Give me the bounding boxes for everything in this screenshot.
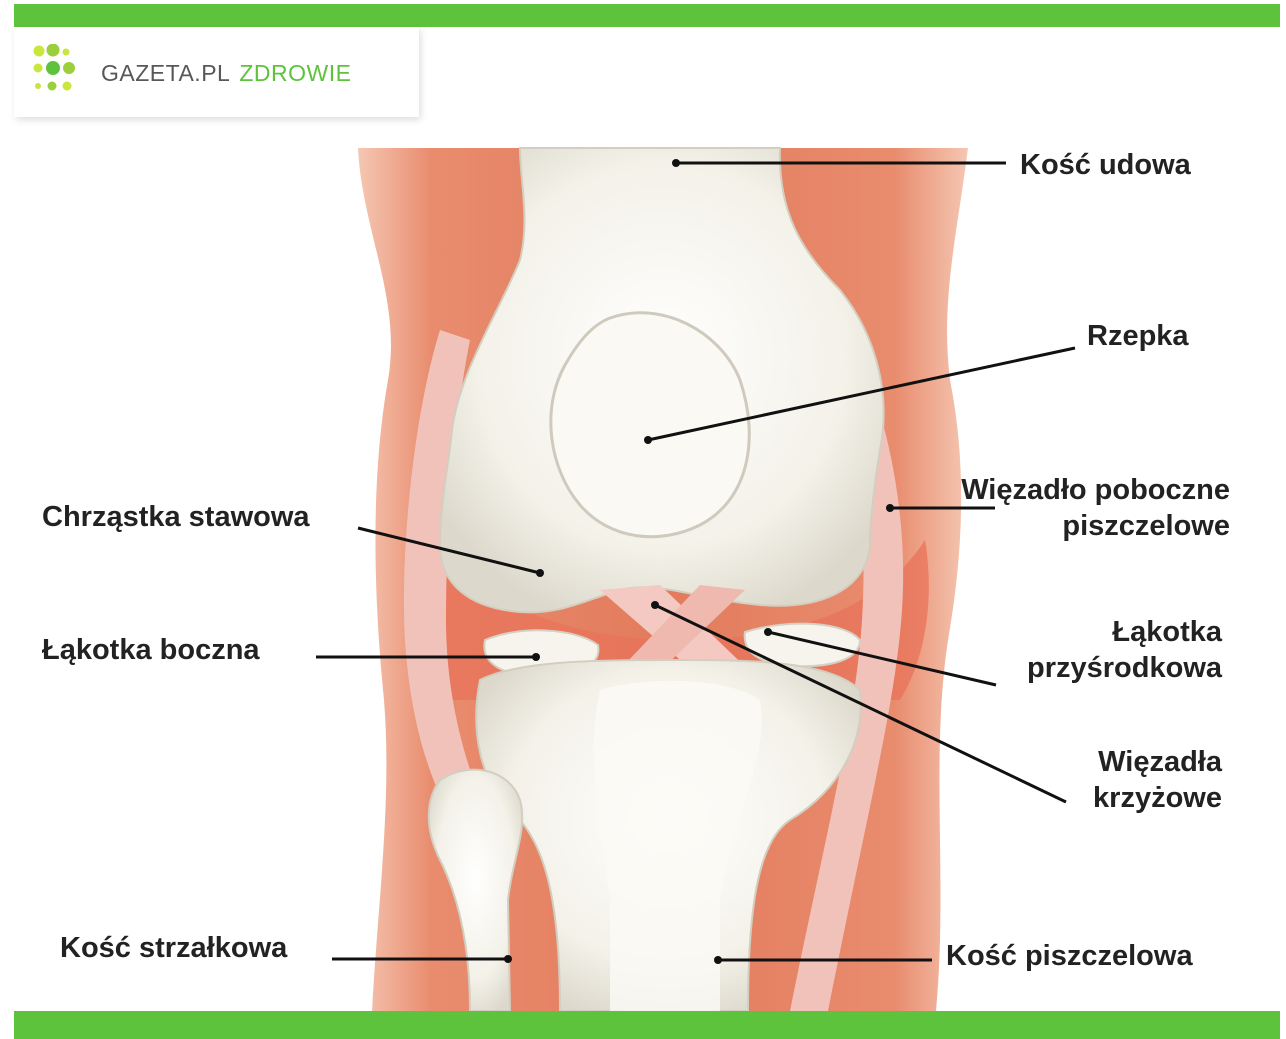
dot-grid-logo-icon (32, 44, 88, 96)
dot-kosc-strzalkowa (504, 955, 512, 963)
logo-wordmark: GAZETA.PL ZDROWIE (101, 60, 351, 87)
dot-wiezadla-krzyzowe (651, 601, 659, 609)
label-chrzastka-stawowa: Chrząstka stawowa (42, 499, 310, 535)
label-wiezadla-krzyzowe-line1: Więzadła (1000, 744, 1222, 780)
dot-chrzastka (536, 569, 544, 577)
label-kosc-udowa: Kość udowa (1020, 147, 1191, 183)
dot-lakotka-boczna (532, 653, 540, 661)
medial-meniscus (745, 624, 860, 667)
logo-section: ZDROWIE (239, 60, 351, 86)
label-lakotka-przysrodkowa: Łąkotka przyśrodkowa (960, 614, 1222, 686)
label-wiezadla-krzyzowe: Więzadła krzyżowe (1000, 744, 1222, 816)
bottom-accent-bar (14, 1011, 1280, 1039)
label-lakotka-przysrodkowa-line2: przyśrodkowa (960, 650, 1222, 686)
dot-kosc-piszczelowa (714, 956, 722, 964)
label-wiezadlo-poboczne-line1: Więzadło poboczne (940, 472, 1230, 508)
label-kosc-strzalkowa: Kość strzałkowa (60, 930, 287, 966)
label-wiezadla-krzyzowe-line2: krzyżowe (1000, 780, 1222, 816)
dot-rzepka (644, 436, 652, 444)
label-wiezadlo-poboczne: Więzadło poboczne piszczelowe (940, 472, 1230, 544)
logo-brand: GAZETA.PL (101, 60, 230, 86)
label-lakotka-boczna: Łąkotka boczna (42, 632, 260, 668)
label-kosc-piszczelowa: Kość piszczelowa (946, 938, 1193, 974)
dot-kosc-udowa (672, 159, 680, 167)
label-rzepka: Rzepka (1087, 318, 1189, 354)
label-wiezadlo-poboczne-line2: piszczelowe (940, 508, 1230, 544)
dot-lakotka-przysrodkowa (764, 628, 772, 636)
dot-wiezadlo-poboczne (886, 504, 894, 512)
label-lakotka-przysrodkowa-line1: Łąkotka (960, 614, 1222, 650)
